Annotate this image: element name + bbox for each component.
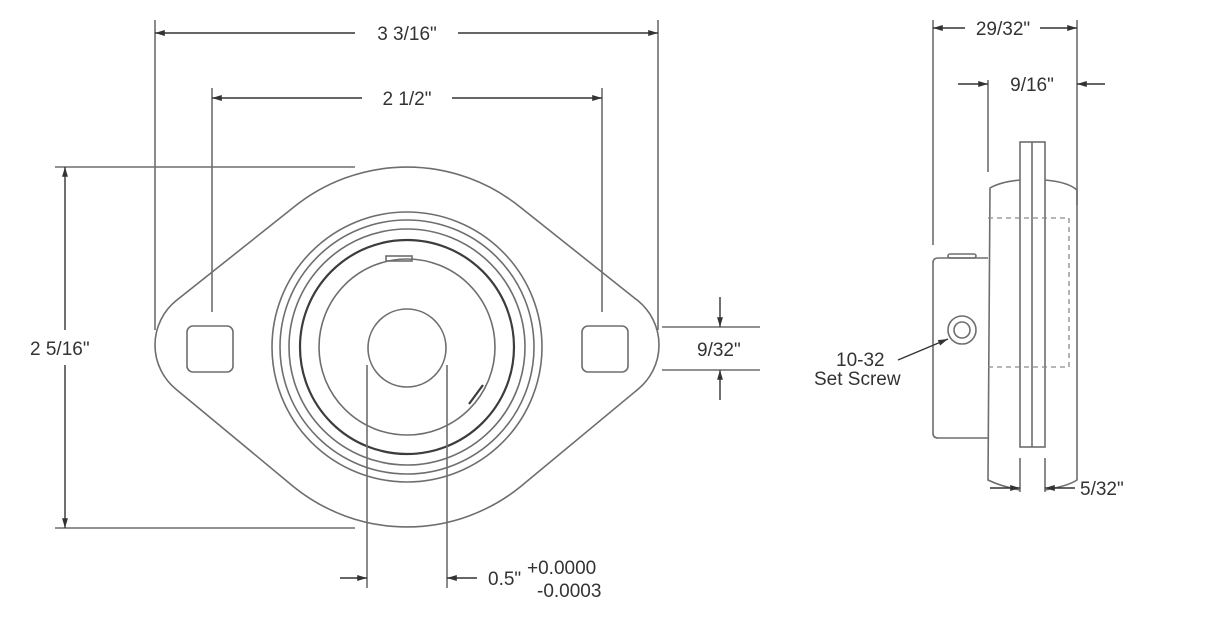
bearing-inner-race — [318, 258, 496, 436]
housing — [987, 179, 1078, 491]
collar-nub — [947, 253, 977, 259]
set-screw-inner — [953, 321, 971, 339]
bore-tolerance-plus: +0.0000 — [527, 558, 596, 579]
bore — [367, 308, 447, 388]
dim-flange-thickness: 5/32" — [1080, 479, 1124, 500]
right-bolt-slot — [581, 325, 629, 373]
key-mark-2 — [468, 384, 484, 405]
flange-outline — [154, 166, 660, 528]
set-screw-leader — [897, 338, 949, 361]
dim-overall-height: 2 5/16" — [30, 339, 90, 360]
housing-ring-outer — [271, 211, 543, 483]
dim-housing-depth: 9/16" — [1010, 75, 1054, 96]
housing-ring-3 — [288, 228, 526, 466]
left-bolt-slot — [186, 325, 234, 373]
bore-tolerance-minus: -0.0003 — [537, 581, 601, 602]
dim-slot-size: 9/32" — [697, 340, 741, 361]
bearing-outer-race — [298, 238, 516, 456]
set-screw-label: Set Screw — [814, 369, 901, 390]
dim-bolt-spacing: 2 1/2" — [382, 89, 431, 110]
front-view: 3 3/16" 2 1/2" 2 5/16" 9/32" 0.5" +0.000… — [30, 20, 760, 602]
housing-ring-2 — [279, 219, 535, 475]
hidden-bore — [988, 217, 1070, 368]
dim-overall-width: 3 3/16" — [377, 24, 437, 45]
locking-collar — [932, 257, 988, 439]
dim-bore: 0.5" — [488, 569, 521, 590]
set-screw-size: 10-32 — [836, 350, 885, 371]
key-mark — [385, 255, 413, 262]
dim-overall-depth: 29/32" — [976, 19, 1030, 40]
side-view: 10-32 Set Screw 29/32" 9/16" 5/32" — [814, 19, 1124, 500]
set-screw-outer — [947, 315, 977, 345]
